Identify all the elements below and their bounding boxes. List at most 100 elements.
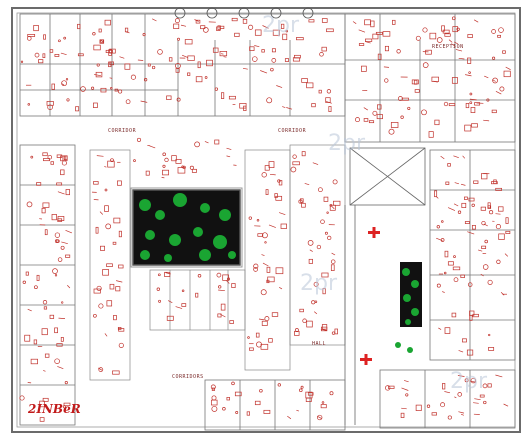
furniture-mark: [452, 26, 459, 33]
furniture-mark: [451, 16, 456, 21]
furniture-mark: [249, 347, 254, 351]
furniture-mark: [270, 67, 274, 72]
furniture-mark: [106, 300, 113, 307]
furniture-mark: [458, 350, 464, 353]
furniture-mark: [189, 165, 194, 170]
furniture-mark: [456, 27, 460, 31]
furniture-mark: [113, 217, 121, 224]
furniture-mark: [467, 231, 475, 235]
furniture-mark: [266, 279, 270, 284]
furniture-mark: [414, 89, 420, 93]
furniture-mark: [65, 189, 70, 196]
furniture-mark: [217, 313, 222, 318]
furniture-mark: [261, 254, 265, 256]
furniture-mark: [436, 225, 440, 229]
furniture-mark: [361, 65, 367, 72]
furniture-mark: [503, 70, 511, 78]
furniture-mark: [187, 72, 191, 76]
furniture-mark: [219, 51, 228, 57]
furniture-mark: [481, 245, 487, 249]
furniture-mark: [306, 320, 313, 328]
furniture-mark: [115, 286, 121, 292]
furniture-mark: [326, 89, 332, 94]
furniture-mark: [167, 300, 173, 304]
furniture-mark: [462, 338, 467, 343]
furniture-mark: [54, 358, 60, 364]
furniture-mark: [474, 102, 481, 106]
furniture-mark: [460, 274, 465, 278]
furniture-mark: [302, 318, 307, 324]
furniture-mark: [263, 409, 271, 414]
furniture-mark: [42, 202, 50, 208]
furniture-mark: [481, 220, 486, 226]
furniture-mark: [333, 200, 341, 206]
furniture-mark: [60, 169, 65, 176]
furniture-mark: [194, 141, 200, 148]
watermark-middle: 2pr: [328, 131, 366, 156]
furniture-mark: [365, 41, 371, 44]
furniture-mark: [275, 267, 284, 275]
furniture-mark: [279, 286, 283, 290]
furniture-mark: [204, 76, 208, 79]
furniture-mark: [434, 119, 440, 126]
furniture-mark: [313, 281, 319, 287]
furniture-mark: [95, 71, 103, 78]
furniture-mark: [43, 34, 46, 40]
furniture-mark: [300, 385, 304, 389]
furniture-mark: [151, 65, 156, 70]
furniture-mark: [498, 233, 505, 240]
furniture-mark: [253, 263, 259, 269]
furniture-mark: [460, 413, 464, 416]
furniture-mark: [206, 59, 213, 67]
furniture-mark: [30, 155, 34, 159]
furniture-mark: [442, 383, 446, 390]
furniture-mark: [25, 271, 29, 276]
furniture-mark: [62, 405, 66, 409]
furniture-mark: [415, 35, 421, 41]
furniture-mark: [162, 152, 166, 157]
furniture-mark: [181, 303, 187, 307]
furniture-mark: [499, 86, 505, 92]
furniture-mark: [254, 45, 260, 48]
furniture-mark: [301, 202, 306, 208]
furniture-mark: [147, 63, 151, 67]
furniture-mark: [431, 412, 437, 416]
furniture-mark: [95, 226, 99, 234]
furniture-mark: [469, 310, 475, 316]
furniture-mark: [255, 332, 260, 338]
furniture-mark: [498, 27, 504, 33]
furniture-mark: [458, 411, 465, 414]
furniture-mark: [492, 56, 496, 60]
furniture-mark: [27, 34, 36, 37]
furniture-mark: [300, 198, 304, 203]
furniture-mark: [473, 402, 479, 404]
furniture-mark: [243, 105, 247, 111]
furniture-mark: [321, 324, 328, 330]
furniture-mark: [411, 79, 419, 85]
furniture-mark: [452, 266, 461, 271]
furniture-mark: [447, 207, 456, 211]
furniture-mark: [56, 154, 63, 158]
furniture-mark: [39, 400, 45, 408]
furniture-mark: [242, 18, 248, 24]
furniture-mark: [502, 50, 506, 54]
furniture-mark: [33, 339, 38, 345]
furniture-mark: [383, 66, 390, 68]
furniture-mark: [401, 407, 407, 410]
furniture-mark: [491, 109, 497, 114]
furniture-mark: [19, 395, 25, 401]
furniture-mark: [321, 46, 327, 52]
furniture-mark: [460, 183, 466, 186]
furniture-mark: [396, 49, 401, 54]
furniture-mark: [306, 82, 314, 89]
furniture-mark: [118, 342, 124, 348]
furniture-mark: [42, 300, 48, 305]
furniture-mark: [441, 25, 445, 32]
furniture-mark: [403, 380, 409, 383]
furniture-mark: [222, 407, 226, 411]
furniture-mark: [397, 96, 403, 102]
furniture-mark: [61, 80, 67, 87]
furniture-mark: [63, 36, 67, 40]
furniture-mark: [175, 306, 183, 309]
furniture-mark: [470, 377, 476, 384]
